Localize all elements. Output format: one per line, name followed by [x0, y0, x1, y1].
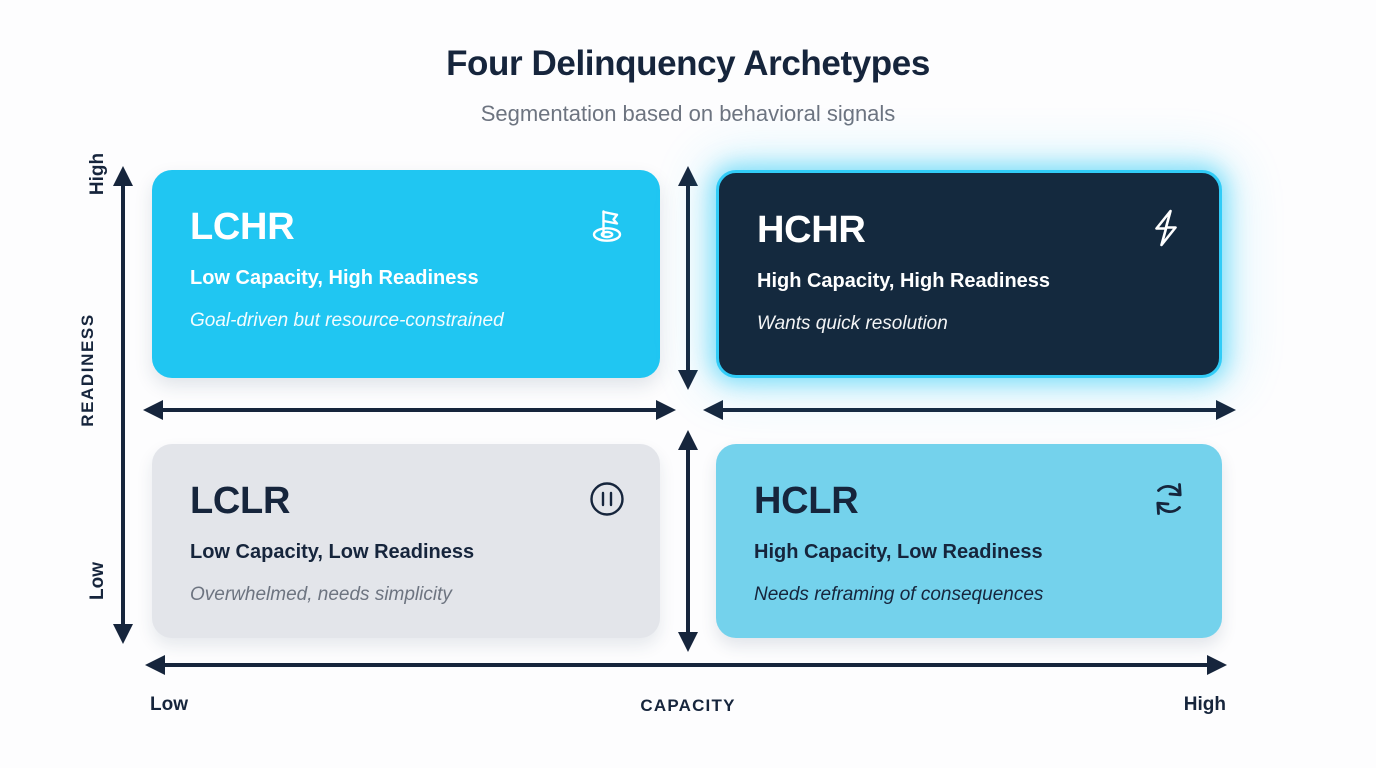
- quadrant-card-hclr[interactable]: HCLR High Capacity, Low Readiness Needs …: [716, 444, 1222, 638]
- quadrant-description: High Capacity, High Readiness: [757, 270, 1051, 292]
- divider-arrow-horizontal-left: [143, 397, 676, 423]
- x-axis-label: CAPACITY: [640, 696, 736, 715]
- page-title: Four Delinquency Archetypes: [446, 44, 930, 83]
- refresh-cycle-icon: [1148, 478, 1190, 520]
- quadrant-card-hchr[interactable]: HCHR High Capacity, High Readiness Wants…: [716, 170, 1222, 378]
- quadrant-note: Needs reframing of consequences: [754, 584, 1044, 605]
- quadrant-code: LCLR: [190, 480, 291, 522]
- quadrant-card-lclr[interactable]: LCLR Low Capacity, Low Readiness Overwhe…: [152, 444, 660, 638]
- quadrant-note: Wants quick resolution: [757, 313, 948, 334]
- divider-arrow-horizontal-right: [703, 397, 1236, 423]
- y-axis-high-tick: High: [87, 152, 108, 196]
- y-axis-low-tick: Low: [87, 562, 108, 600]
- quadrant-code: HCLR: [754, 480, 859, 522]
- quadrant-code: LCHR: [190, 206, 295, 248]
- x-axis-arrow-icon: [145, 652, 1227, 678]
- quadrant-description: Low Capacity, Low Readiness: [190, 541, 475, 563]
- quadrant-note: Overwhelmed, needs simplicity: [190, 584, 452, 605]
- pause-circle-icon: [586, 478, 628, 520]
- page-subtitle: Segmentation based on behavioral signals: [480, 101, 896, 126]
- quadrant-description: Low Capacity, High Readiness: [190, 267, 479, 289]
- x-axis-low-tick: Low: [150, 694, 188, 715]
- quadrant-card-lchr[interactable]: LCHR Low Capacity, High Readiness Goal-d…: [152, 170, 660, 378]
- quadrant-note: Goal-driven but resource-constrained: [190, 310, 504, 331]
- flag-hole-icon: [586, 204, 628, 246]
- lightning-bolt-icon: [1145, 207, 1187, 249]
- quadrant-description: High Capacity, Low Readiness: [754, 541, 1043, 563]
- x-axis-high-tick: High: [1183, 694, 1226, 715]
- divider-arrow-vertical-top: [675, 166, 701, 390]
- quadrant-code: HCHR: [757, 209, 866, 251]
- y-axis-label: READINESS: [78, 313, 97, 427]
- divider-arrow-vertical-bottom: [675, 430, 701, 652]
- y-axis-arrow-icon: [108, 166, 138, 644]
